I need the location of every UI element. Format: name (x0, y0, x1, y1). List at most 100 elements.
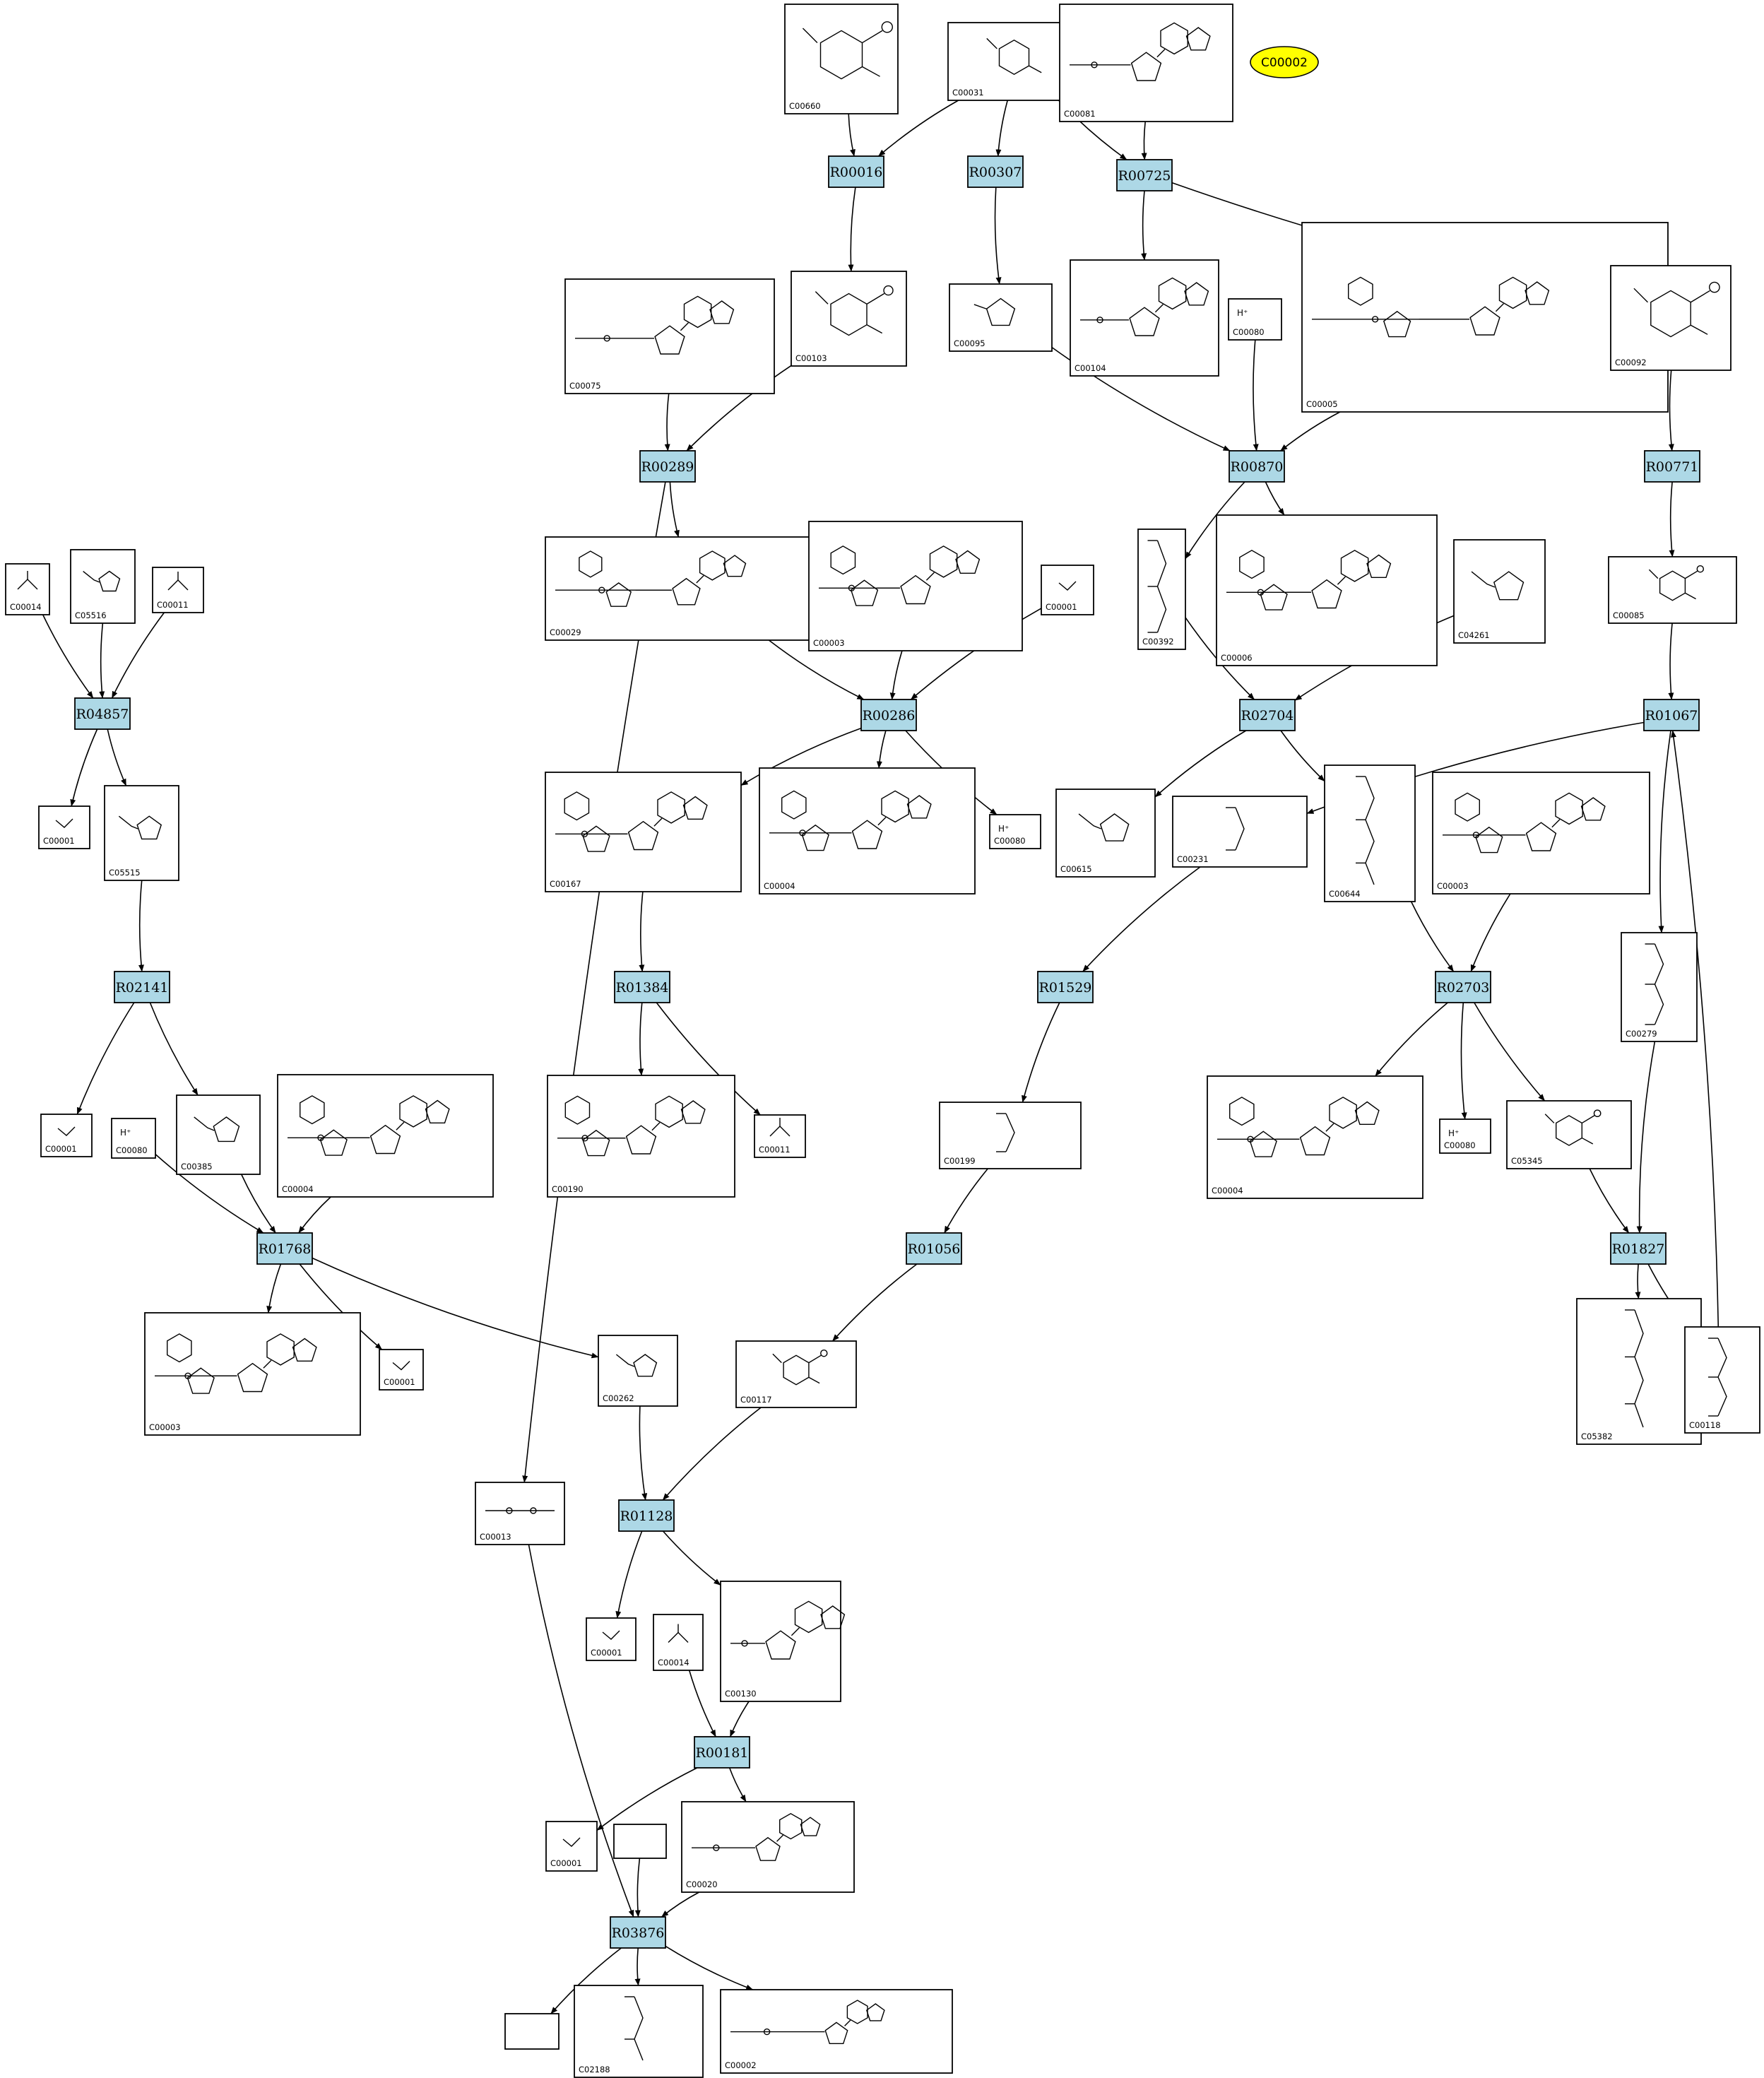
compound-box[interactable] (784, 4, 899, 114)
compound-C02188[interactable]: C02188 (574, 1985, 704, 2078)
compound-box[interactable] (1506, 1100, 1632, 1169)
compound-C00031[interactable]: C00031 (947, 22, 1081, 101)
compound-C00644[interactable]: C00644 (1324, 765, 1416, 902)
compound-C00004[interactable]: C00004 (1207, 1075, 1423, 1199)
compound-blank2[interactable] (504, 2013, 560, 2050)
reaction-box[interactable] (1644, 450, 1700, 483)
compound-box[interactable] (504, 2013, 560, 2050)
compound-C00080[interactable]: H⁺C00080 (1439, 1118, 1491, 1154)
compound-box[interactable] (1621, 932, 1698, 1042)
compound-box[interactable] (759, 767, 976, 895)
compound-C00014[interactable]: C00014 (5, 563, 50, 615)
reaction-box[interactable] (828, 155, 884, 188)
compound-C00103[interactable]: C00103 (791, 271, 907, 367)
compound-box[interactable] (989, 814, 1041, 849)
reaction-R00870[interactable]: R00870 (1229, 450, 1285, 483)
reaction-box[interactable] (639, 450, 696, 483)
compound-C00092[interactable]: C00092 (1610, 265, 1732, 371)
compound-box[interactable] (144, 1312, 361, 1436)
compound-box[interactable] (574, 1985, 704, 2078)
compound-box[interactable] (1324, 765, 1416, 902)
compound-C00001[interactable]: C00001 (379, 1349, 424, 1391)
compound-C00190[interactable]: C00190 (547, 1075, 735, 1198)
compound-box[interactable] (1453, 539, 1546, 644)
reaction-R01067[interactable]: R01067 (1643, 699, 1700, 731)
compound-box[interactable] (720, 1581, 841, 1702)
compound-box[interactable] (277, 1074, 494, 1198)
compound-box[interactable] (1432, 772, 1650, 895)
reaction-R00181[interactable]: R00181 (694, 1736, 750, 1769)
reaction-box[interactable] (967, 155, 1024, 188)
compound-box[interactable] (735, 1340, 857, 1408)
compound-box[interactable] (1055, 789, 1156, 878)
compound-C00392[interactable]: C00392 (1137, 529, 1186, 650)
compound-C00104[interactable]: C00104 (1070, 259, 1219, 377)
compound-box[interactable] (547, 1075, 735, 1198)
compound-C04261[interactable]: C04261 (1453, 539, 1546, 644)
compound-box[interactable] (104, 785, 179, 881)
compound-C00080[interactable]: H⁺C00080 (111, 1118, 156, 1159)
compound-box[interactable] (1172, 796, 1308, 868)
reaction-R02704[interactable]: R02704 (1239, 699, 1296, 731)
reaction-R00771[interactable]: R00771 (1644, 450, 1700, 483)
reaction-R01768[interactable]: R01768 (256, 1232, 313, 1265)
compound-box[interactable] (1439, 1118, 1491, 1154)
compound-box[interactable] (1207, 1075, 1423, 1199)
compound-box[interactable] (1059, 4, 1233, 122)
compound-C00385[interactable]: C00385 (176, 1094, 261, 1175)
compound-C00029[interactable]: C00029 (545, 536, 828, 641)
reaction-box[interactable] (74, 697, 131, 730)
reaction-R00286[interactable]: R00286 (860, 699, 917, 731)
compound-box[interactable] (1608, 556, 1737, 624)
compound-box[interactable] (152, 567, 204, 613)
compound-C00001[interactable]: C00001 (38, 805, 90, 849)
compound-C00001[interactable]: C00001 (40, 1114, 93, 1157)
compound-box[interactable] (1070, 259, 1219, 377)
compound-box[interactable] (564, 278, 775, 394)
compound-C00001[interactable]: C00001 (586, 1617, 637, 1661)
reaction-R00307[interactable]: R00307 (967, 155, 1024, 188)
compound-C00075[interactable]: C00075 (564, 278, 775, 394)
compound-C00660[interactable]: C00660 (784, 4, 899, 114)
reaction-box[interactable] (1643, 699, 1700, 731)
compound-box[interactable] (791, 271, 907, 367)
reaction-box[interactable] (256, 1232, 313, 1265)
compound-box[interactable] (681, 1801, 855, 1893)
reaction-box[interactable] (618, 1499, 675, 1532)
compound-box[interactable] (1301, 222, 1669, 413)
compound-box[interactable] (598, 1335, 678, 1407)
reaction-R02703[interactable]: R02703 (1435, 971, 1491, 1003)
compound-box[interactable] (1228, 298, 1282, 341)
compound-C00011[interactable]: C00011 (754, 1114, 806, 1158)
reaction-R02141[interactable]: R02141 (114, 971, 170, 1003)
compound-C00262[interactable]: C00262 (598, 1335, 678, 1407)
compound-C00003[interactable]: C00003 (1432, 772, 1650, 895)
reaction-R01056[interactable]: R01056 (906, 1232, 962, 1265)
reaction-R01529[interactable]: R01529 (1037, 971, 1094, 1003)
reaction-box[interactable] (114, 971, 170, 1003)
compound-box[interactable] (949, 283, 1053, 352)
compound-box[interactable] (1216, 514, 1438, 666)
compound-box[interactable] (1137, 529, 1186, 650)
compound-box[interactable] (111, 1118, 156, 1159)
highlight-ellipse[interactable] (1250, 46, 1319, 78)
compound-C00003[interactable]: C00003 (144, 1312, 361, 1436)
compound-blank1[interactable] (613, 1824, 667, 1859)
reaction-R04857[interactable]: R04857 (74, 697, 131, 730)
compound-box[interactable] (545, 1821, 598, 1872)
reaction-box[interactable] (614, 971, 670, 1003)
compound-box[interactable] (653, 1614, 704, 1671)
reaction-box[interactable] (860, 699, 917, 731)
reaction-box[interactable] (1610, 1232, 1667, 1265)
compound-C00130[interactable]: C00130 (720, 1581, 846, 1702)
compound-box[interactable] (70, 549, 136, 624)
compound-C00014[interactable]: C00014 (653, 1614, 704, 1671)
compound-box[interactable] (176, 1094, 261, 1175)
compound-C05382[interactable]: C05382 (1576, 1298, 1702, 1445)
compound-C00001[interactable]: C00001 (545, 1821, 598, 1872)
compound-C00118[interactable]: C00118 (1684, 1326, 1760, 1434)
compound-C05516[interactable]: C05516 (70, 549, 136, 624)
reaction-box[interactable] (1116, 159, 1173, 191)
reaction-box[interactable] (1239, 699, 1296, 731)
compound-box[interactable] (1610, 265, 1732, 371)
